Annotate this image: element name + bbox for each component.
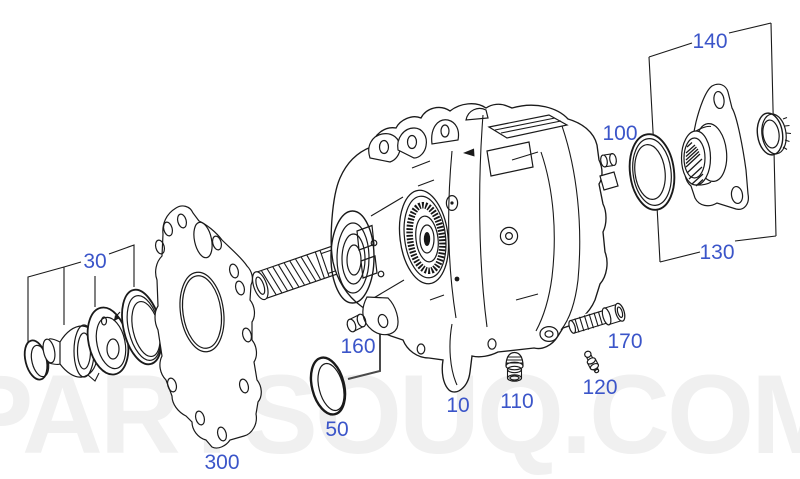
part-30-cover-disc xyxy=(86,306,130,376)
callout-110: 110 xyxy=(500,390,533,413)
callout-120: 120 xyxy=(582,376,617,399)
part-30-cap xyxy=(23,339,50,381)
part-170-bolt xyxy=(567,302,626,336)
flange-spline-hatch xyxy=(685,142,704,187)
callout-50: 50 xyxy=(325,418,348,441)
callout-10: 10 xyxy=(446,394,469,417)
callout-170: 170 xyxy=(607,330,642,353)
callout-100: 100 xyxy=(602,122,637,145)
callout-30-leader-lines xyxy=(27,244,135,343)
callout-300: 300 xyxy=(204,451,239,474)
housing-mount-ears xyxy=(368,107,489,163)
watermark-text: PARTSOUQ.COM xyxy=(0,352,800,477)
part-50-seal-ring xyxy=(309,356,347,416)
callout-labels: 30 300 50 160 10 110 120 170 100 140 130 xyxy=(83,30,734,474)
part-120-vent-valve xyxy=(584,350,600,374)
part-30-seal-ring xyxy=(121,288,163,366)
callout-30: 30 xyxy=(83,250,106,273)
housing-stub-pin xyxy=(600,152,617,168)
part-100-seal-ring xyxy=(628,133,676,211)
part-300-gasket xyxy=(154,205,262,449)
clutch-drum xyxy=(398,189,450,285)
part-10-housing xyxy=(330,103,619,393)
part-130-output-flange xyxy=(680,83,749,210)
callout-160: 160 xyxy=(340,335,375,358)
direction-arrow-icon xyxy=(113,311,121,322)
callout-130: 130 xyxy=(699,241,734,264)
part-110-plug xyxy=(505,351,524,382)
part-160-dowel-pin xyxy=(346,313,367,333)
callout-140: 140 xyxy=(692,30,727,53)
gasket-bolt-holes xyxy=(154,213,253,442)
part-140-threaded-ring xyxy=(756,112,792,156)
